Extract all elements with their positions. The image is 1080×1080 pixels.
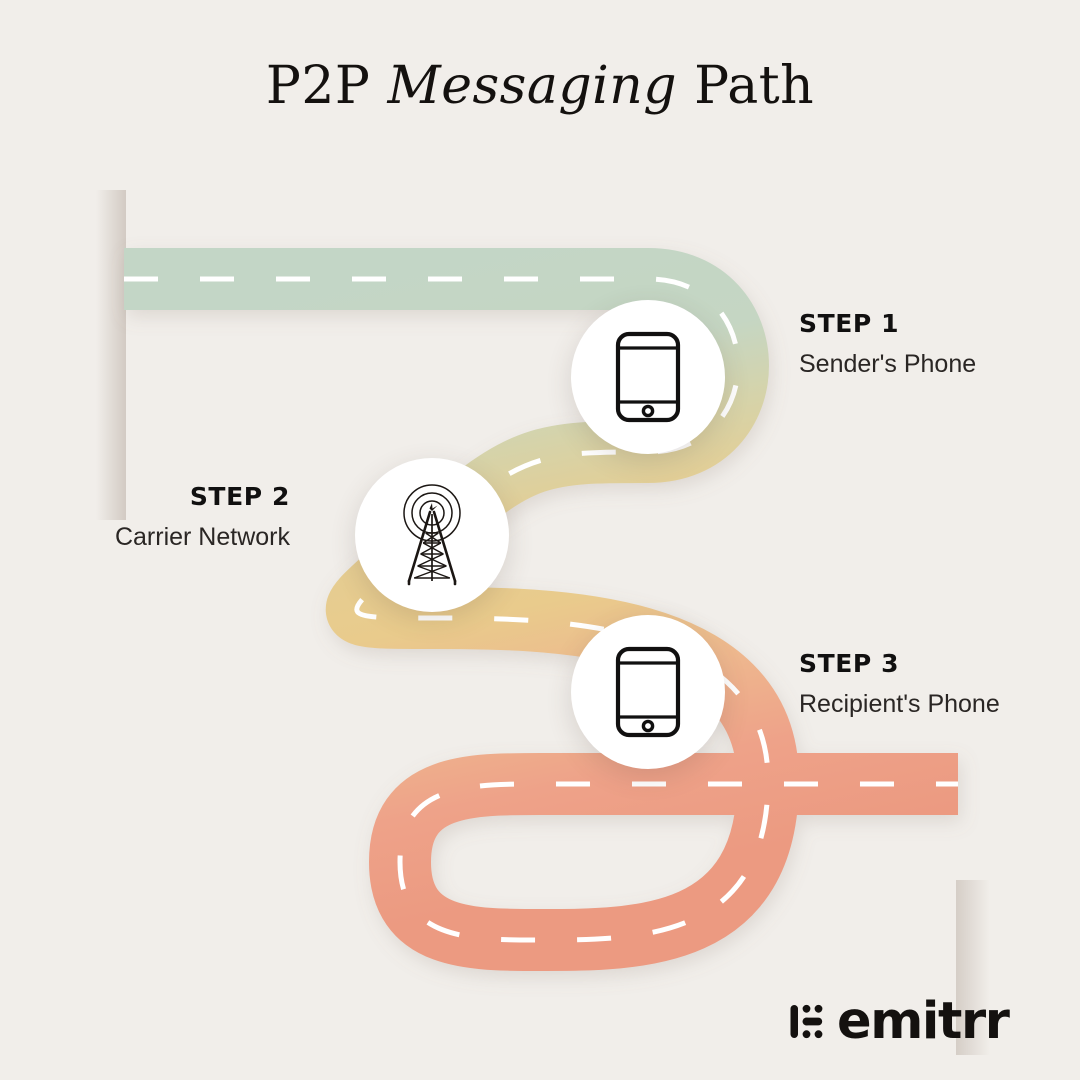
road-start-shadow — [96, 190, 126, 520]
step-2-description: Carrier Network — [114, 523, 290, 552]
page-title-italic: Messaging — [387, 56, 678, 116]
road-end-shadow — [956, 880, 990, 1055]
page-title-suffix: Path — [677, 56, 815, 116]
step-3-label-group: STEP 3 Recipient's Phone — [799, 648, 1000, 722]
brand-logo[interactable]: emitrr — [790, 992, 1010, 1051]
step-1-label-group: STEP 1 Sender's Phone — [799, 308, 976, 382]
step-2-title: STEP 2 — [189, 482, 290, 511]
step-3-title: STEP 3 — [799, 649, 900, 678]
mobile-phone-icon — [615, 331, 681, 423]
dot-grid-icon — [790, 1004, 823, 1038]
step-2-node[interactable] — [355, 458, 509, 612]
step-2-label-group: STEP 2 Carrier Network — [115, 481, 290, 555]
cell-tower-icon — [403, 484, 461, 586]
step-3-description: Recipient's Phone — [799, 690, 1000, 719]
mobile-phone-icon — [615, 646, 681, 738]
step-1-description: Sender's Phone — [799, 350, 977, 379]
page-title-prefix: P2P — [265, 56, 388, 116]
step-1-node[interactable] — [571, 300, 725, 454]
page-title: P2P Messaging Path — [0, 56, 1080, 116]
step-1-title: STEP 1 — [799, 309, 900, 338]
step-3-node[interactable] — [571, 615, 725, 769]
brand-name: emitrr — [837, 992, 1010, 1051]
